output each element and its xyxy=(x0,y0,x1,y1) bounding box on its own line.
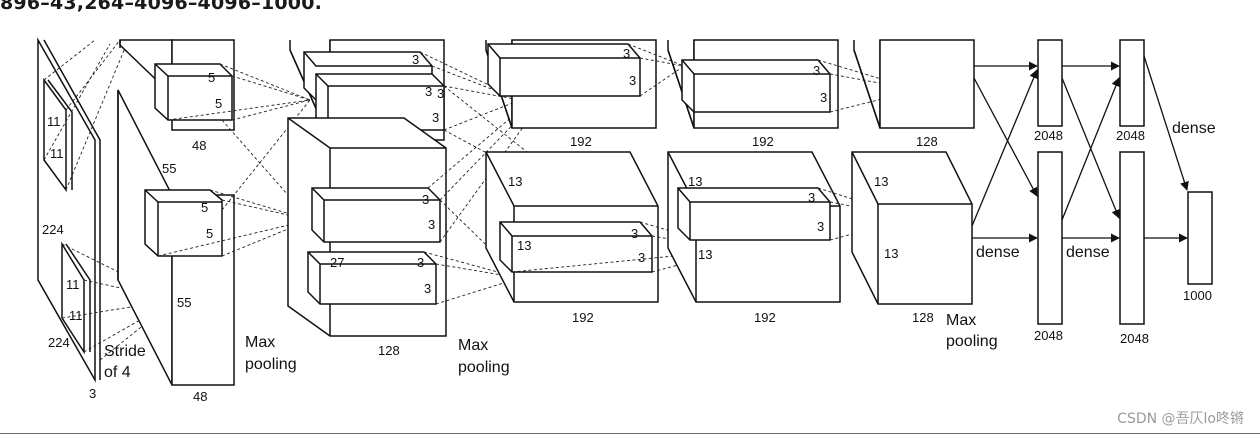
conv2-kernel-label: 3 xyxy=(424,281,431,296)
input-channels-label: 3 xyxy=(89,386,96,401)
conv5-depth-label: 128 xyxy=(916,134,938,149)
conv4-kernel-label: 3 xyxy=(808,190,815,205)
conv4-depth-label: 192 xyxy=(752,134,774,149)
dense-label: dense xyxy=(1172,120,1216,137)
fc7-lower-bar xyxy=(1119,151,1145,325)
conv1-pool-label: Max xyxy=(245,334,275,351)
conv3-depth-label: 192 xyxy=(572,310,594,325)
output-bar xyxy=(1187,191,1213,285)
input-kernel-label: 11 xyxy=(47,114,61,129)
conv5-lower-volume xyxy=(851,151,973,305)
conv3-depth-label: 192 xyxy=(570,134,592,149)
conv1-pool-label: pooling xyxy=(245,356,297,373)
stride-label: Stride xyxy=(104,343,146,360)
conv1-kernel-label: 5 xyxy=(215,96,222,111)
conv2-size-label: 27 xyxy=(330,255,344,270)
conv2-lower-volume xyxy=(287,117,447,337)
bottom-divider xyxy=(0,433,1260,434)
conv2-kernel-label: 3 xyxy=(422,192,429,207)
conv3-kernel-label: 3 xyxy=(629,73,636,88)
fc7-size-label: 2048 xyxy=(1120,331,1149,346)
conv2-pool-label: Max xyxy=(458,337,488,354)
fc6-size-label: 2048 xyxy=(1034,128,1063,143)
conv5-depth-label: 128 xyxy=(912,310,934,325)
conv2-pool-label: pooling xyxy=(458,359,510,376)
conv3-kernel-label: 3 xyxy=(638,250,645,265)
fc7-size-label: 2048 xyxy=(1116,128,1145,143)
conv2-kernel-label: 3 xyxy=(425,84,432,99)
conv2-kernel-label: 3 xyxy=(432,110,439,125)
conv5-size-label: 13 xyxy=(884,246,898,261)
conv4-depth-label: 192 xyxy=(754,310,776,325)
conv1-size-label: 55 xyxy=(177,295,191,310)
dense-connection-arrows xyxy=(971,55,1189,243)
dense-label: dense xyxy=(1066,244,1110,261)
conv4-kernel-label: 3 xyxy=(813,63,820,78)
conv5-pool-label: Max xyxy=(946,312,976,329)
conv3-upper-volume xyxy=(485,39,657,129)
conv1-kernel-label: 5 xyxy=(208,70,215,85)
conv4-upper-volume xyxy=(667,39,839,129)
fc7-upper-bar xyxy=(1119,39,1145,127)
fc6-size-label: 2048 xyxy=(1034,328,1063,343)
conv5-pool-label: pooling xyxy=(946,333,998,350)
conv4-lower-volume xyxy=(667,151,841,303)
conv1-size-label: 55 xyxy=(162,161,176,176)
conv3-size-label: 13 xyxy=(508,174,522,189)
output-size-label: 1000 xyxy=(1183,288,1212,303)
conv2-depth-label: 128 xyxy=(378,343,400,358)
conv1-kernel-label: 5 xyxy=(206,226,213,241)
input-kernel-label: 11 xyxy=(50,146,64,161)
input-image-volume xyxy=(37,37,101,383)
conv2-kernel-label: 3 xyxy=(437,86,444,101)
conv4-size-label: 13 xyxy=(688,174,702,189)
conv3-kernel-label: 3 xyxy=(623,46,630,61)
conv4-kernel-label: 3 xyxy=(817,219,824,234)
conv1-kernel-label: 5 xyxy=(201,200,208,215)
conv3-kernel-label: 3 xyxy=(631,226,638,241)
input-height-label: 224 xyxy=(42,222,64,237)
conv4-to-conv5-projections xyxy=(817,59,919,241)
stride-label: of 4 xyxy=(104,364,131,381)
watermark: CSDN @吾仄lo咚锵 xyxy=(1117,411,1244,427)
conv2-kernel-label: 3 xyxy=(417,255,424,270)
input-kernel-label: 11 xyxy=(66,277,80,292)
conv2-kernel-label: 3 xyxy=(428,217,435,232)
conv1-depth-label: 48 xyxy=(192,138,206,153)
fc6-upper-bar xyxy=(1037,39,1063,127)
conv2-kernel-label: 3 xyxy=(412,52,419,67)
conv1-upper-volume xyxy=(119,39,235,131)
conv5-upper-volume xyxy=(853,39,975,129)
conv4-kernel-label: 3 xyxy=(820,90,827,105)
conv1-to-conv2-projections xyxy=(157,63,311,257)
conv1-lower-volume xyxy=(117,89,235,386)
header-caption: 896–43,264–4096–4096–1000. xyxy=(0,0,323,14)
conv3-size-label: 13 xyxy=(517,238,531,253)
fc6-lower-bar xyxy=(1037,151,1063,325)
dense-label: dense xyxy=(976,244,1020,261)
conv5-size-label: 13 xyxy=(874,174,888,189)
conv4-size-label: 13 xyxy=(698,247,712,262)
conv1-depth-label: 48 xyxy=(193,389,207,404)
input-width-label: 224 xyxy=(48,335,70,350)
